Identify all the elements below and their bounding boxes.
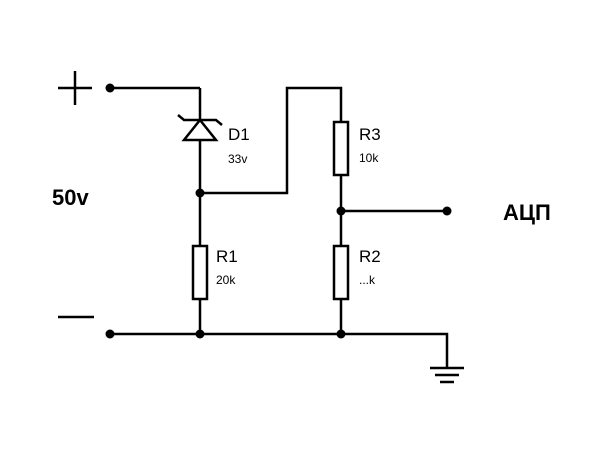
r1-name-label: R1	[216, 247, 238, 266]
r3-name-label: R3	[359, 125, 381, 144]
output-label: АЦП	[503, 200, 551, 225]
d1-value-label: 33v	[228, 152, 247, 166]
terminal-output-dot	[442, 206, 452, 216]
zener-diode-d1	[177, 114, 223, 193]
resistor-r1	[191, 244, 209, 301]
resistor-r3	[332, 120, 350, 177]
r2-name-label: R2	[359, 247, 381, 266]
junction-r2-bottom-dot	[336, 329, 346, 339]
supply-voltage-label: 50v	[52, 185, 89, 210]
wire-bottom-rail	[110, 332, 449, 368]
junction-d1-r1-dot	[195, 188, 205, 198]
terminal-plus-dot	[105, 83, 115, 93]
junction-output-dot	[336, 206, 346, 216]
plus-symbol-icon	[58, 71, 92, 105]
ground-icon	[430, 366, 464, 384]
r3-value-label: 10k	[359, 151, 379, 165]
junction-r1-bottom-dot	[195, 329, 205, 339]
d1-name-label: D1	[228, 125, 250, 144]
resistor-r2	[332, 244, 350, 301]
wire-junction-to-r3	[200, 86, 343, 195]
r2-value-label: ...k	[359, 273, 376, 287]
r1-value-label: 20k	[216, 273, 236, 287]
terminal-minus-dot	[105, 329, 115, 339]
